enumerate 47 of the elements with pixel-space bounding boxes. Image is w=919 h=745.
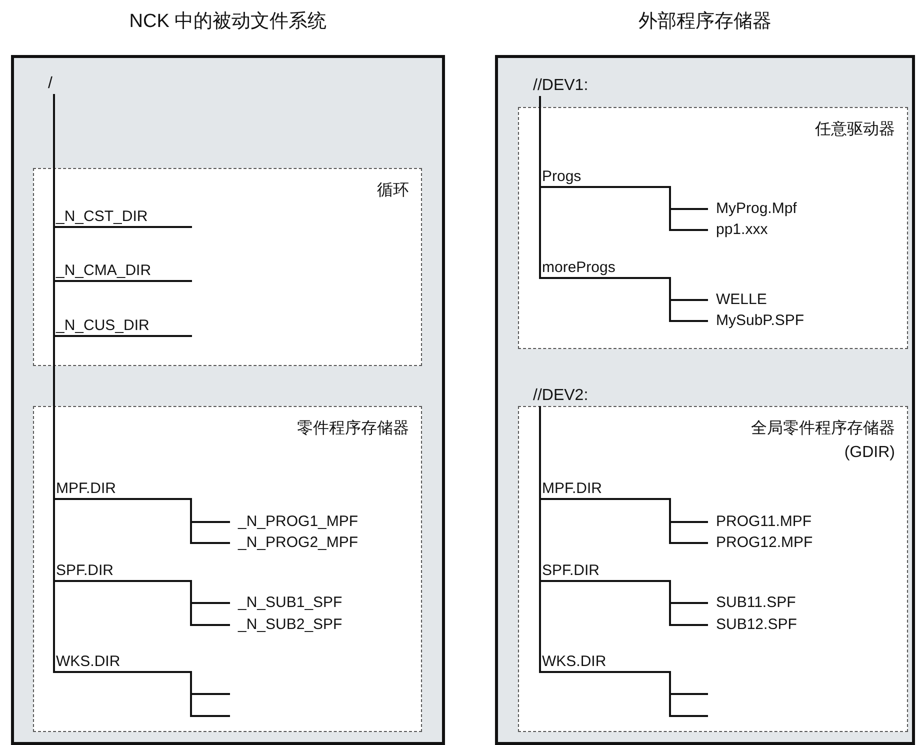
tree-connector <box>669 672 673 717</box>
folder-label: _N_CUS_DIR <box>53 317 192 337</box>
file-name: _N_PROG1_MPF <box>230 513 400 531</box>
folder-label: Progs <box>539 168 671 188</box>
drive-label: //DEV2: <box>533 386 603 406</box>
tree-connector <box>190 581 230 626</box>
folder-label: MPF.DIR <box>53 480 192 500</box>
file-name: _N_PROG2_MPF <box>230 534 400 552</box>
dashed-group-box <box>33 168 422 366</box>
file-name: PROG11.MPF <box>708 513 858 531</box>
file-name: _N_SUB2_SPF <box>230 616 400 634</box>
panel-title: 外部程序存储器 <box>638 10 772 34</box>
file-name: SUB11.SPF <box>708 594 858 612</box>
dashed-group-box <box>33 406 422 732</box>
drive-label: //DEV1: <box>533 76 603 96</box>
file-name: SUB12.SPF <box>708 616 858 634</box>
dashed-group-box <box>518 107 908 349</box>
tree-connector <box>190 672 194 717</box>
file-name: pp1.xxx <box>708 221 858 239</box>
branch-line <box>673 715 708 717</box>
tree-connector <box>669 581 708 626</box>
group-label: 零件程序存储器 <box>297 418 409 439</box>
panel-title: NCK 中的被动文件系统 <box>128 10 328 34</box>
file-name: PROG12.MPF <box>708 534 858 552</box>
file-name: MyProg.Mpf <box>708 200 858 218</box>
tree-connector <box>539 406 541 672</box>
folder-label: WKS.DIR <box>539 653 671 673</box>
folder-label: SPF.DIR <box>53 562 192 582</box>
tree-connector <box>53 94 55 672</box>
folder-label: _N_CMA_DIR <box>53 262 192 282</box>
branch-line <box>673 693 708 695</box>
dashed-group-box <box>518 406 908 732</box>
drive-label: / <box>48 74 62 94</box>
folder-label: MPF.DIR <box>539 480 671 500</box>
file-name: WELLE <box>708 291 858 309</box>
branch-line <box>194 715 230 717</box>
group-label: 任意驱动器 <box>815 120 895 140</box>
branch-line <box>194 693 230 695</box>
group-label: 全局零件程序存储器 (GDIR) <box>750 418 895 463</box>
group-label: 循环 <box>377 181 409 201</box>
tree-connector <box>539 96 541 278</box>
folder-label: _N_CST_DIR <box>53 208 192 228</box>
file-name: _N_SUB1_SPF <box>230 594 400 612</box>
folder-label: moreProgs <box>539 259 671 279</box>
folder-label: WKS.DIR <box>53 653 192 673</box>
file-name: MySubP.SPF <box>708 312 858 330</box>
folder-label: SPF.DIR <box>539 562 671 582</box>
